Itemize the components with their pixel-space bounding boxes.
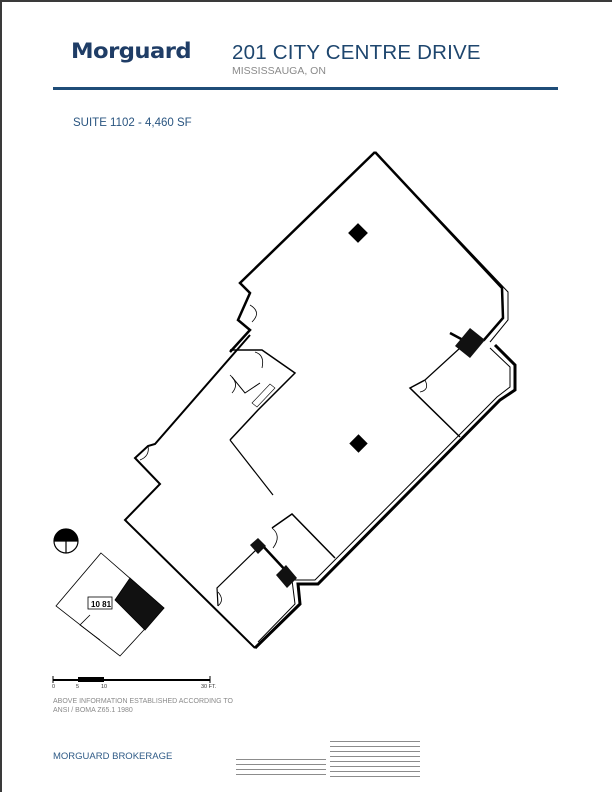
boma-note-line-2: ANSI / BOMA Z65.1 1980 (53, 707, 133, 714)
svg-text:10 81: 10 81 (91, 600, 112, 609)
boma-note: ABOVE INFORMATION ESTABLISHED ACCORDING … (53, 697, 273, 715)
morguard-logo: Morguard (71, 39, 192, 63)
header-divider (53, 87, 558, 90)
scale-tick-30: 30 FT. (201, 684, 217, 690)
signature-lines-left (236, 759, 326, 779)
building-key-plan: 10 81 (55, 552, 165, 657)
north-arrow-icon (53, 528, 79, 554)
scale-tick-5: 5 (76, 684, 80, 690)
scale-tick-10: 10 (101, 684, 108, 690)
city-subtitle: MISSISSAUGA, ON (232, 65, 326, 77)
boma-note-line-1: ABOVE INFORMATION ESTABLISHED ACCORDING … (53, 698, 233, 705)
signature-lines-right (330, 741, 420, 781)
scale-tick-0: 0 (52, 684, 56, 690)
brokerage-name: MORGUARD BROKERAGE (53, 751, 173, 762)
scale-bar (52, 676, 211, 683)
suite-label: SUITE 1102 - 4,460 SF (73, 117, 192, 129)
building-address-title: 201 CITY CENTRE DRIVE (232, 41, 481, 64)
